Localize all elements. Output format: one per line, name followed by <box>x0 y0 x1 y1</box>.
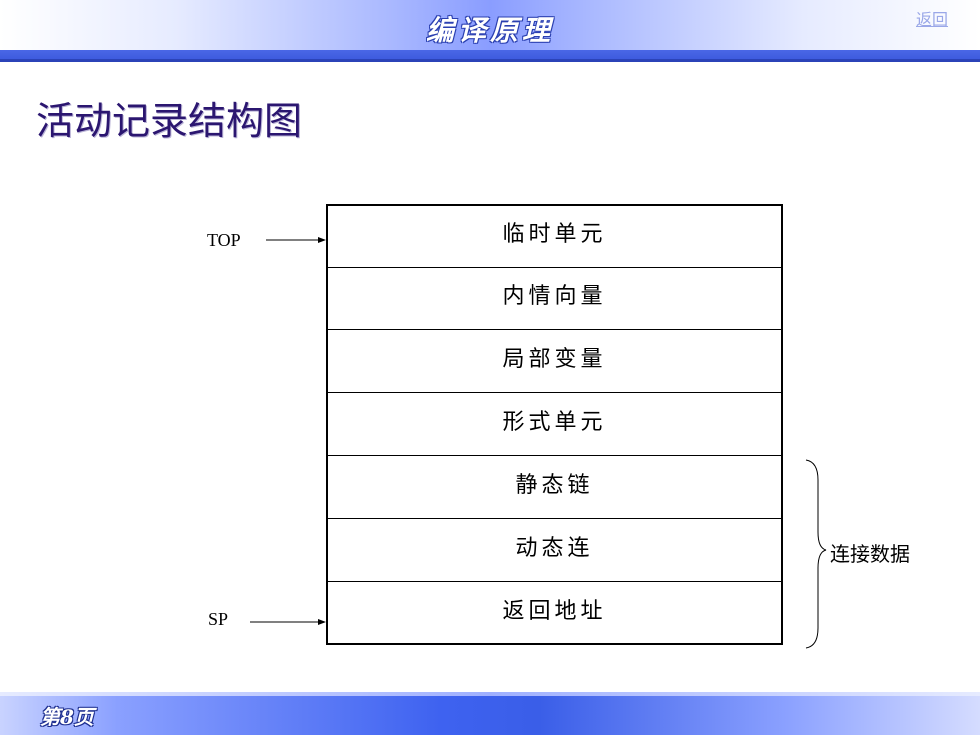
back-link[interactable]: 返回 <box>916 10 949 29</box>
connection-data-label: 连接数据 <box>830 542 910 566</box>
course-title: 编译原理 <box>425 14 554 47</box>
slide-title: 活动记录结构图 <box>36 99 303 143</box>
footer-bar <box>0 692 980 735</box>
cell-local-variables: 局部变量 <box>328 331 781 393</box>
header-divider <box>0 50 980 62</box>
cell-return-address: 返回地址 <box>502 599 607 624</box>
cell-dynamic-link: 动态连 <box>328 520 781 582</box>
header-bar <box>0 0 980 50</box>
page-number: 第8页 <box>40 705 94 729</box>
connection-data-brace <box>805 459 827 649</box>
top-pointer-label: TOP <box>207 230 241 250</box>
sp-pointer-label: SP <box>208 609 229 629</box>
top-arrow <box>266 237 326 243</box>
sp-arrow <box>250 619 326 625</box>
cell-dope-vectors: 内情向量 <box>328 268 781 330</box>
cell-static-link: 静态链 <box>328 457 781 519</box>
activation-record-stack: 临时单元 内情向量 局部变量 形式单元 静态链 动态连 返回地址 <box>326 204 783 645</box>
cell-temporaries: 临时单元 <box>328 206 781 268</box>
cell-formal-parameters: 形式单元 <box>328 394 781 456</box>
